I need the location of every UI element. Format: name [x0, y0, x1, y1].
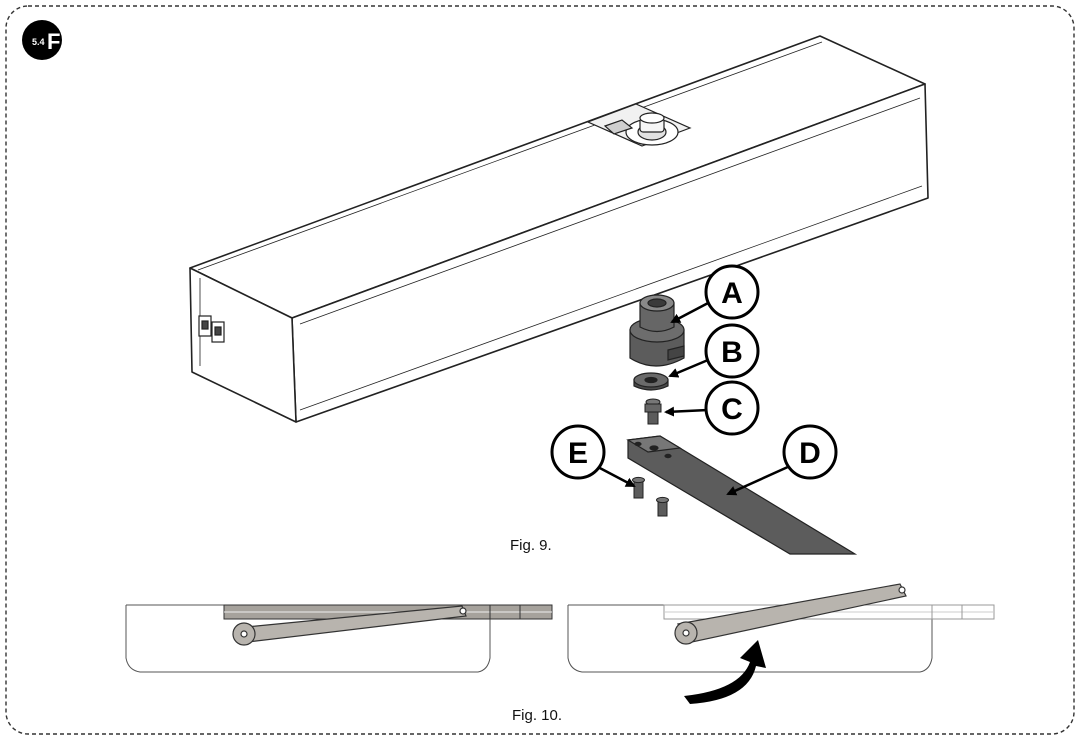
callout-d-letter: D	[799, 437, 821, 470]
fig9-caption: Fig. 9.	[510, 537, 552, 554]
section-badge-number: 5.4	[32, 37, 45, 47]
fig10-left-arm	[232, 605, 467, 646]
callout-a-letter: A	[721, 277, 743, 310]
fig10-left-view	[125, 604, 553, 673]
callout-c: C	[664, 380, 760, 436]
part-d-arm	[626, 435, 858, 555]
callout-a: A	[670, 264, 760, 324]
callout-b: B	[668, 323, 760, 379]
section-badge-letter: F	[47, 29, 60, 54]
operator-housing	[189, 35, 929, 423]
rotation-arrow-icon	[684, 640, 766, 704]
section-badge: 5.4 F	[22, 20, 62, 60]
shaft-window	[586, 103, 692, 147]
part-b-washer	[633, 372, 669, 391]
fig10-caption: Fig. 10.	[512, 707, 562, 724]
part-c-screw	[644, 398, 662, 425]
side-switches	[198, 315, 225, 343]
callout-c-letter: C	[721, 393, 743, 426]
callout-d: D	[726, 424, 838, 496]
callout-b-letter: B	[721, 336, 743, 369]
callout-e-letter: E	[568, 437, 588, 470]
part-e-screws	[632, 476, 669, 517]
callout-e: E	[550, 424, 636, 488]
part-a-adapter	[629, 294, 685, 367]
dashed-frame	[5, 5, 1075, 735]
fig10-right-arm	[674, 583, 907, 645]
